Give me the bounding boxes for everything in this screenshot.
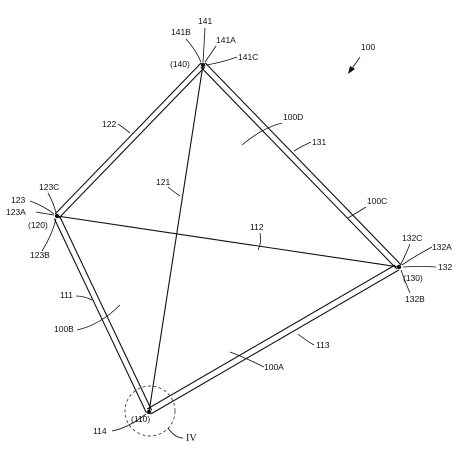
- vertex-140: [201, 63, 205, 67]
- label-100c: 100C: [367, 196, 387, 206]
- leader-112: [258, 233, 261, 250]
- leader-141a: [205, 46, 216, 62]
- leader-132: [403, 267, 436, 268]
- label-122: 122: [102, 119, 116, 129]
- label-111: 111: [60, 290, 73, 300]
- label-141c: 141C: [238, 52, 258, 62]
- figure-ref-100: 100: [361, 42, 375, 52]
- edge-111: [54, 216, 151, 412]
- label-123: 123: [11, 195, 25, 205]
- label-100a: 100A: [264, 362, 284, 372]
- label-141: 141: [198, 16, 212, 26]
- label-141b: 141B: [171, 27, 191, 37]
- label-node-140: (140): [170, 59, 190, 69]
- leader-123a: [36, 212, 54, 215]
- figure-ref-arrowhead: [348, 66, 355, 74]
- label-121: 121: [156, 177, 170, 187]
- leader-123c: [48, 193, 56, 213]
- leader-iv: [168, 428, 183, 438]
- label-132: 132: [438, 262, 452, 272]
- leader-113: [298, 334, 314, 345]
- vertex-130: [397, 265, 401, 269]
- leader-121: [168, 187, 180, 196]
- label-141a: 141A: [216, 35, 236, 45]
- label-114: 114: [93, 426, 107, 436]
- label-112: 112: [250, 222, 264, 232]
- edge-113: [147, 265, 399, 414]
- leader-111: [76, 296, 92, 300]
- vertex-120: [55, 214, 59, 218]
- leader-122: [118, 124, 130, 133]
- leader-131: [294, 142, 311, 151]
- label-113: 113: [316, 340, 330, 350]
- edge-112: [57, 216, 399, 267]
- leader-100d: [242, 123, 282, 145]
- label-123b: 123B: [30, 250, 50, 260]
- label-132b: 132B: [405, 294, 425, 304]
- leader-132a: [402, 247, 432, 265]
- label-node-130: (130): [403, 273, 423, 283]
- label-132a: 132A: [432, 242, 452, 252]
- label-131: 131: [312, 137, 326, 147]
- label-123a: 123A: [6, 207, 26, 217]
- label-132c: 132C: [402, 233, 422, 243]
- label-100b: 100B: [54, 324, 74, 334]
- leader-123: [30, 201, 54, 214]
- label-node-120: (120): [28, 220, 48, 230]
- leader-141: [203, 28, 205, 62]
- edge-131: [201, 63, 401, 269]
- label-100d: 100D: [283, 112, 303, 122]
- leader-100b: [77, 305, 120, 330]
- label-123c: 123C: [39, 182, 59, 192]
- leader-141c: [206, 57, 237, 65]
- detail-label-iv: IV: [186, 433, 197, 444]
